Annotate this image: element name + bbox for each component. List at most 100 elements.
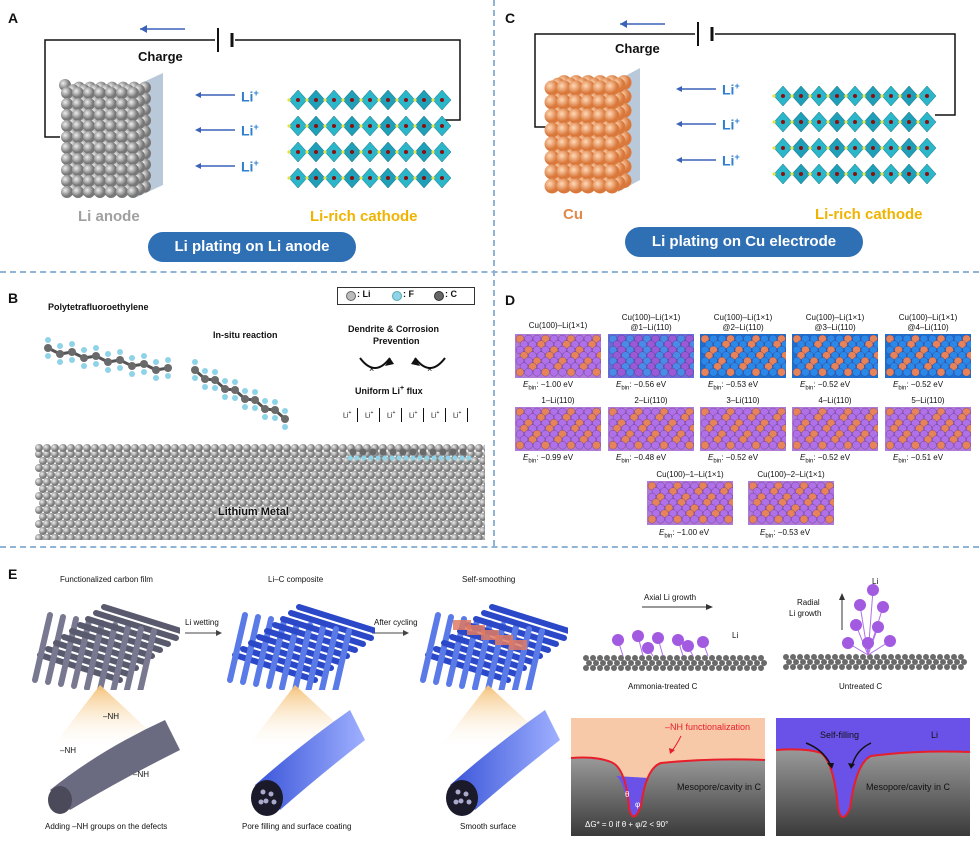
legend-li: : Li <box>357 289 371 299</box>
ptfe-label: Polytetrafluoroethylene <box>48 302 149 312</box>
li-rich-cathode-structure <box>772 85 937 185</box>
axial-arrow <box>642 604 713 610</box>
ammonia-caption: Ammonia-treated C <box>628 682 698 691</box>
separator-h2 <box>0 546 979 548</box>
nh-label: –NH <box>103 712 120 721</box>
li-ion-label: Li+ <box>722 116 740 133</box>
li-atom-label: Li <box>872 577 879 586</box>
atom-legend: : Li : F : C <box>337 287 475 305</box>
svg-text:×: × <box>427 364 432 374</box>
binding-energy-label: Ebin: −0.53 eV <box>760 528 811 540</box>
flux-arrow <box>401 408 402 422</box>
li-ion-label: Li+ <box>241 88 259 105</box>
slab-model-tile <box>748 481 834 525</box>
panel-letter: A <box>8 10 19 26</box>
self-smoothing-mesh <box>420 604 568 690</box>
structure-label: Cu(100)–Li(1×1) <box>621 313 681 322</box>
structure-label: @3–Li(110) <box>814 323 856 332</box>
li-ion-label: Li+ <box>722 152 740 169</box>
slab-model-tile <box>885 334 971 378</box>
li-fill-label: Li <box>931 730 939 740</box>
flux-arrow <box>423 408 424 422</box>
li-atom-icon <box>346 291 356 301</box>
caption-pill: Li plating on Cu electrode <box>625 227 863 257</box>
nh-functionalization-label: –NH functionalization <box>665 722 751 732</box>
self-filling-schematic <box>776 718 970 836</box>
lithium-metal-label: Lithium Metal <box>218 506 289 518</box>
binding-energy-label: Ebin: −0.48 eV <box>616 453 667 465</box>
dendrite-label: Dendrite & Corrosion <box>348 324 440 334</box>
radial-arrow <box>839 593 845 630</box>
charge-label: Charge <box>615 41 660 56</box>
legend-c: : C <box>445 289 457 299</box>
untreated-caption: Untreated C <box>839 682 883 691</box>
nh-label: –NH <box>133 770 150 779</box>
defects-caption: Adding –NH groups on the defects <box>45 822 168 831</box>
flux-arrow <box>467 408 468 422</box>
cu-label: Cu <box>563 206 583 223</box>
flux-arrow <box>445 408 446 422</box>
structure-label: Cu(100)–Li(1×1) <box>898 313 958 322</box>
fiber-zoom-views <box>48 685 560 816</box>
mesopore-label: Mesopore/cavity in C <box>866 782 951 792</box>
structure-label: 1–Li(110) <box>541 396 575 405</box>
axial-label: Axial Li growth <box>644 593 697 602</box>
cu-electrode-block <box>544 68 640 194</box>
uniform-flux-label: Uniform Li+ flux <box>355 385 423 396</box>
panel-letter: E <box>8 566 18 582</box>
ptfe-molecule <box>44 337 172 381</box>
circuit-wire <box>534 20 956 128</box>
slab-model-tile <box>885 407 971 451</box>
binding-energy-label: Ebin: −1.00 eV <box>523 380 574 392</box>
structure-label: Cu(100)–Li(1×1) <box>713 313 773 322</box>
li-ion-label: Li+ <box>241 158 259 175</box>
composite-label: Li–C composite <box>268 575 324 584</box>
binding-energy-label: Ebin: −0.56 eV <box>616 380 667 392</box>
li-rich-cathode-label: Li-rich cathode <box>815 206 923 223</box>
mesopore-label: Mesopore/cavity in C <box>677 782 762 792</box>
binding-energy-label: Ebin: −0.53 eV <box>708 380 759 392</box>
structure-label: 5–Li(110) <box>911 396 945 405</box>
binding-energy-label: Ebin: −0.52 eV <box>893 380 944 392</box>
lithium-metal-slab <box>35 444 485 540</box>
structure-label: @2–Li(110) <box>722 323 764 332</box>
nh-label: –NH <box>60 746 77 755</box>
li-anode-block <box>59 73 163 198</box>
legend-f: : F <box>403 289 414 299</box>
pore-caption: Pore filling and surface coating <box>242 822 352 831</box>
structure-label: 2–Li(110) <box>634 396 668 405</box>
panel-letter: B <box>8 290 19 306</box>
structure-label: @1–Li(110) <box>630 323 672 332</box>
slab-model-tile <box>515 407 601 451</box>
wetting-label: Li wetting <box>185 618 219 627</box>
li-ion-label: Li+ <box>241 122 259 139</box>
slab-model-tile <box>515 334 601 378</box>
li-ion-arrows <box>676 86 716 163</box>
nh-functionalization-schematic <box>571 718 765 836</box>
flux-arrow <box>357 408 358 422</box>
insitu-label: In-situ reaction <box>213 330 278 340</box>
structure-label: Cu(100)–1–Li(1×1) <box>656 470 724 479</box>
structure-label: Cu(100)–Li(1×1) <box>528 321 588 330</box>
cycling-label: After cycling <box>374 618 418 627</box>
phi-label: φ <box>635 800 641 809</box>
structure-label: 4–Li(110) <box>818 396 852 405</box>
panel-letter: D <box>505 292 516 308</box>
prevention-arrows: × × <box>359 357 446 374</box>
li-flux-label: Li+ <box>409 410 418 420</box>
slab-model-tile <box>647 481 733 525</box>
binding-energy-label: Ebin: −0.52 eV <box>800 380 851 392</box>
caption-pill: Li plating on Li anode <box>148 232 356 262</box>
structure-label: Cu(100)–2–Li(1×1) <box>757 470 825 479</box>
radial-label-2: Li growth <box>789 609 822 618</box>
separator-h1 <box>0 271 979 273</box>
c-atom-icon <box>434 291 444 301</box>
li-flux-label: Li+ <box>387 410 396 420</box>
li-c-composite-mesh <box>227 604 375 690</box>
slab-model-tile <box>700 334 786 378</box>
slab-model-tile <box>608 334 694 378</box>
binding-energy-label: Ebin: −0.51 eV <box>893 453 944 465</box>
film-label: Functionalized carbon film <box>60 575 153 584</box>
theta-label: θ <box>625 790 630 799</box>
li-atom-label: Li <box>732 631 739 640</box>
